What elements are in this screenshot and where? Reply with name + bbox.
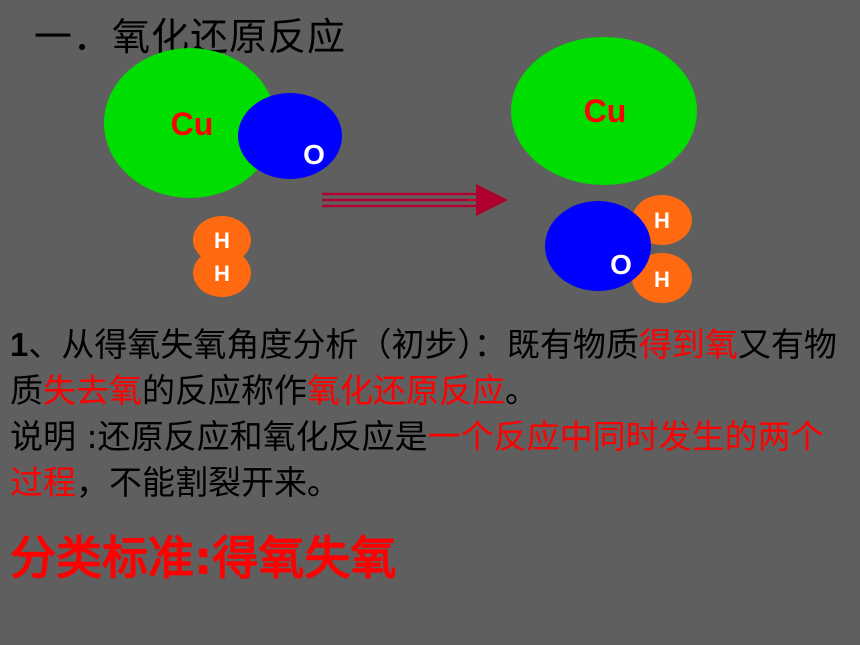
- left-oxygen-atom: [238, 93, 342, 179]
- right-oxygen-atom: [545, 201, 651, 291]
- note-text-2: ，不能割裂开来。: [76, 463, 340, 502]
- right-hydrogen-atom-2: [632, 253, 692, 303]
- definition-text-3: 的反应称作: [142, 371, 307, 410]
- left-copper-label: Cu: [171, 106, 214, 142]
- left-hydrogen-atom-2: [193, 249, 251, 297]
- definition-text-2: 又有物质: [10, 325, 837, 410]
- right-hydrogen-label-2: H: [654, 267, 670, 292]
- left-oxygen-label: O: [303, 139, 325, 170]
- highlight-simultaneous-processes: 一个反应中同时发生的两个过程: [10, 417, 824, 502]
- definition-text-1: 、从得氧失氧角度分析（初步）：既有物质: [28, 325, 639, 364]
- definition-text-4: 。: [505, 371, 538, 410]
- note-text-1: 说明 :还原反应和氧化反应是: [10, 417, 428, 456]
- left-hydrogen-atom-1: [193, 216, 251, 264]
- left-copper-atom: [104, 48, 276, 198]
- definition-paragraph: 1、从得氧失氧角度分析（初步）：既有物质得到氧又有物质失去氧的反应称作氧化还原反…: [10, 322, 840, 506]
- classification-criterion: 分类标准:得氧失氧: [10, 531, 397, 585]
- reaction-arrow: [322, 184, 508, 216]
- right-copper-atom: [511, 37, 697, 185]
- highlight-redox-reaction: 氧化还原反应: [307, 371, 505, 410]
- left-hydrogen-label-2: H: [214, 261, 230, 286]
- left-hydrogen-label-1: H: [214, 228, 230, 253]
- item-number: 1: [10, 326, 29, 363]
- highlight-gain-oxygen: 得到氧: [638, 325, 738, 364]
- right-copper-label: Cu: [584, 93, 627, 129]
- reaction-diagram: Cu O H H Cu O H H: [104, 37, 697, 303]
- right-hydrogen-label-1: H: [654, 208, 670, 233]
- highlight-lose-oxygen: 失去氧: [43, 371, 142, 410]
- right-oxygen-label: O: [610, 249, 632, 280]
